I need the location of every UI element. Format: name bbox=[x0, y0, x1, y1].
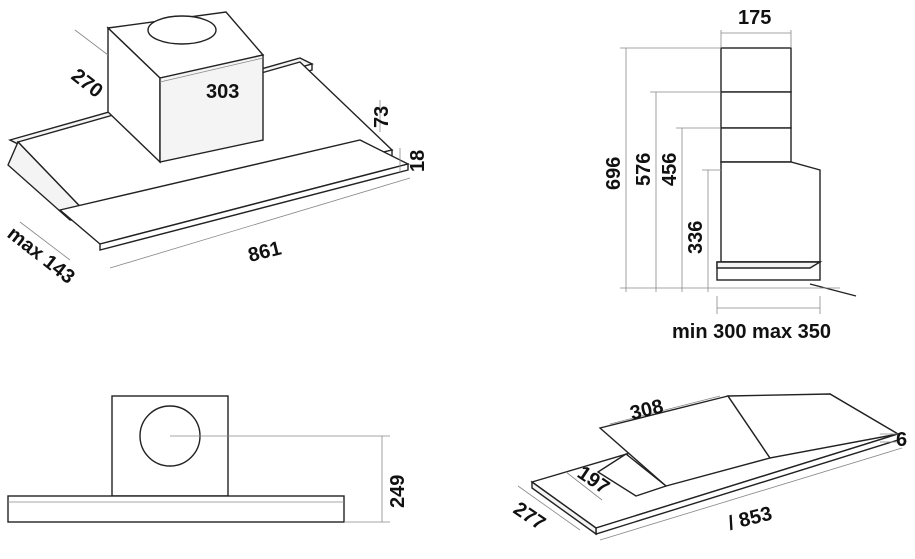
dim-line-depth bbox=[74, 29, 109, 56]
dim-line-cutout-width bbox=[609, 395, 721, 425]
dim-width-label: / 853 bbox=[726, 503, 774, 535]
dim-h1-label: 696 bbox=[603, 157, 625, 190]
dim-line-depth bbox=[517, 485, 581, 531]
dim-line-width bbox=[599, 447, 903, 541]
isometric-view: 270 303 73 18 max 143 861 bbox=[3, 11, 429, 289]
dim-line-motor-width bbox=[159, 57, 264, 83]
dim-line-max-extension bbox=[19, 221, 71, 261]
dim-front-height-label: 249 bbox=[387, 475, 409, 508]
cutout-view: 308 197 277 / 853 6 bbox=[509, 393, 907, 541]
dim-width-label: 861 bbox=[246, 237, 284, 266]
dim-h2-label: 576 bbox=[633, 153, 655, 186]
front-view: 249 bbox=[7, 395, 409, 523]
dim-depth-label: 270 bbox=[67, 65, 107, 103]
dim-height-label: 73 bbox=[371, 106, 393, 128]
dim-thickness-label: 6 bbox=[896, 429, 907, 451]
dim-panel-label: 18 bbox=[407, 150, 429, 172]
dim-motor-width-label: 303 bbox=[206, 81, 239, 103]
dim-side-width-label: 175 bbox=[738, 7, 771, 29]
dim-h4-label: 336 bbox=[685, 221, 707, 254]
dim-max-extension-label: max 143 bbox=[3, 223, 79, 289]
dim-h3-label: 456 bbox=[659, 153, 681, 186]
side-view: 175 696 576 456 336 min 300 max 350 bbox=[603, 7, 857, 343]
dim-range-label: min 300 max 350 bbox=[672, 321, 831, 343]
dim-line-width bbox=[109, 177, 411, 269]
dim-line-cutout-depth bbox=[565, 471, 603, 501]
